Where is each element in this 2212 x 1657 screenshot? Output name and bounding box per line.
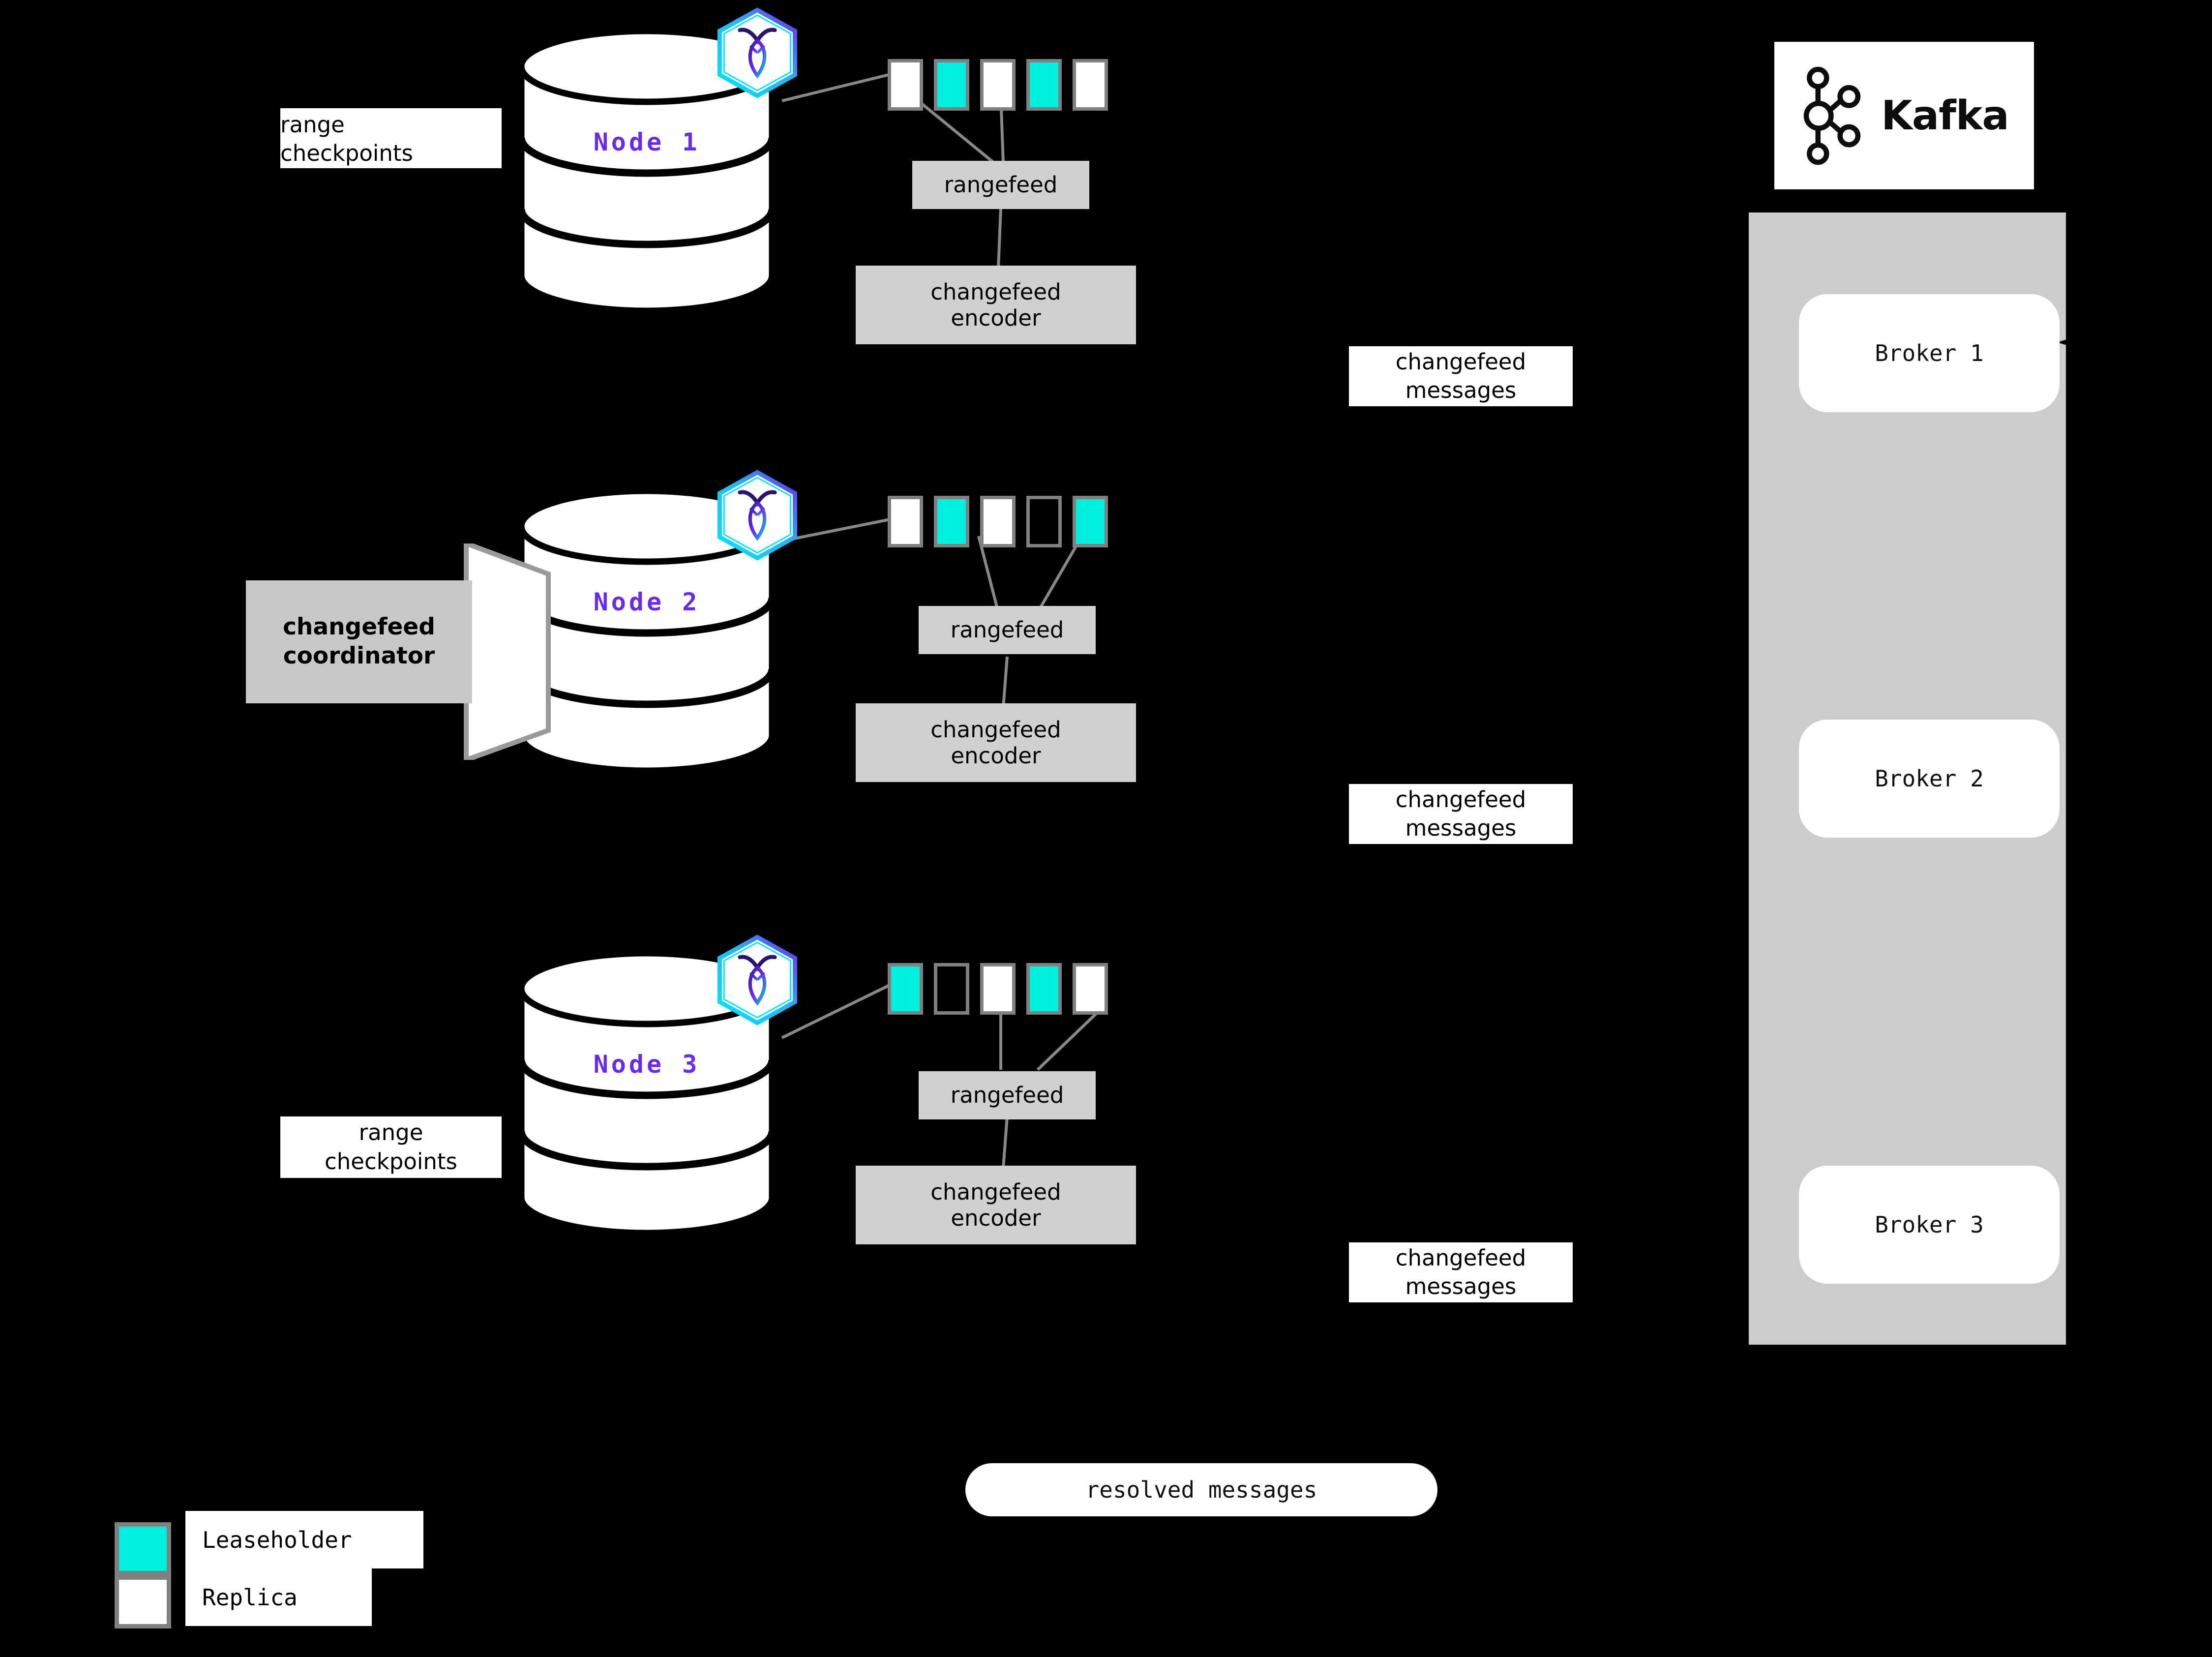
cockroachdb-hex-icon: [713, 470, 802, 561]
changefeed-messages-line1: changefeed: [1395, 1244, 1526, 1271]
range-box-leaseholder[interactable]: [934, 496, 969, 547]
node-1-cylinder: Node 1: [516, 27, 777, 317]
changefeed-messages-line1: changefeed: [1395, 348, 1526, 375]
node-3-rangefeed-box[interactable]: rangefeed: [919, 1071, 1096, 1119]
coordinator-label-line2: coordinator: [283, 642, 435, 669]
node-2-rangefeed-box[interactable]: rangefeed: [919, 606, 1096, 654]
kafka-inbound-arrow-icon: [2057, 334, 2084, 350]
resolved-messages-label: resolved messages: [1085, 1476, 1317, 1503]
node-3-ranges: [888, 963, 1108, 1015]
node-3-range-checkpoints-label: range checkpoints: [280, 1116, 502, 1178]
legend-text: Replica: [202, 1584, 298, 1611]
node-1-ranges: [888, 59, 1108, 111]
range-box-replica[interactable]: [980, 59, 1016, 111]
checkpoint-label-line1: range: [280, 111, 345, 138]
encoder-label-line1: changefeed: [930, 278, 1061, 305]
range-box-leaseholder[interactable]: [1073, 496, 1108, 547]
range-box-leaseholder[interactable]: [1026, 963, 1062, 1015]
legend-swatch-replica: [115, 1575, 171, 1628]
encoder-label-line2: encoder: [951, 1205, 1041, 1231]
checkpoint-label-line1: range: [359, 1119, 423, 1145]
cockroachdb-hex-icon: [713, 934, 802, 1025]
range-box-replica[interactable]: [980, 496, 1016, 547]
broker-label: Broker 2: [1875, 765, 1984, 792]
broker-3[interactable]: Broker 3: [1799, 1166, 2060, 1284]
node-2-ranges: [888, 496, 1108, 547]
range-box-leaseholder[interactable]: [934, 59, 969, 111]
changefeed-messages-label-3: changefeed messages: [1349, 1242, 1573, 1302]
range-box-replica[interactable]: [1073, 59, 1108, 111]
encoder-label-line2: encoder: [951, 743, 1041, 769]
legend-label-leaseholder: Leaseholder: [185, 1511, 423, 1568]
kafka-wordmark: Kafka: [1881, 92, 2009, 139]
range-box-empty[interactable]: [1026, 496, 1062, 547]
changefeed-messages-label-1: changefeed messages: [1349, 346, 1573, 406]
node-2-cylinder: Node 2: [516, 487, 777, 777]
encoder-label-line1: changefeed: [930, 1178, 1061, 1205]
broker-2[interactable]: Broker 2: [1799, 720, 2060, 838]
broker-label: Broker 1: [1875, 340, 1984, 366]
node-1-changefeed-encoder-box[interactable]: changefeed encoder: [856, 266, 1136, 344]
encoder-label-line2: encoder: [951, 305, 1041, 331]
changefeed-messages-line2: messages: [1405, 1273, 1517, 1299]
rangefeed-label: rangefeed: [950, 617, 1064, 643]
node-3-changefeed-encoder-box[interactable]: changefeed encoder: [856, 1166, 1136, 1244]
legend-label-replica: Replica: [185, 1568, 372, 1626]
changefeed-messages-line1: changefeed: [1395, 786, 1526, 813]
rangefeed-label: rangefeed: [950, 1082, 1064, 1109]
range-box-replica[interactable]: [980, 963, 1016, 1015]
broker-1[interactable]: Broker 1: [1799, 294, 2060, 412]
node-2-changefeed-encoder-box[interactable]: changefeed encoder: [856, 703, 1136, 782]
broker-label: Broker 3: [1875, 1211, 1984, 1238]
legend-swatch-leaseholder: [115, 1522, 171, 1575]
range-box-replica[interactable]: [888, 496, 923, 547]
changefeed-messages-line2: messages: [1405, 815, 1517, 841]
rangefeed-label: rangefeed: [944, 172, 1058, 198]
range-box-empty[interactable]: [934, 963, 969, 1015]
range-box-leaseholder[interactable]: [888, 963, 923, 1015]
cockroachdb-hex-icon: [713, 7, 802, 98]
range-box-leaseholder[interactable]: [1026, 59, 1062, 111]
range-box-replica[interactable]: [1073, 963, 1108, 1015]
kafka-logo-box: Kafka: [1774, 42, 2034, 189]
node-1-rangefeed-box[interactable]: rangefeed: [912, 161, 1089, 209]
range-box-replica[interactable]: [888, 59, 923, 111]
coordinator-label-line1: changefeed: [283, 613, 435, 641]
checkpoint-label-line2: checkpoints: [325, 1148, 457, 1175]
resolved-messages-pill: resolved messages: [965, 1463, 1437, 1516]
kafka-logo-icon: [1804, 66, 1861, 165]
changefeed-coordinator-arrow: [464, 543, 551, 760]
changefeed-messages-line2: messages: [1405, 377, 1517, 403]
legend-text: Leaseholder: [202, 1526, 352, 1553]
node-1-range-checkpoints-label: range checkpoints: [280, 108, 502, 168]
changefeed-messages-label-2: changefeed messages: [1349, 784, 1573, 844]
checkpoint-label-line2: checkpoints: [280, 140, 413, 166]
encoder-label-line1: changefeed: [930, 716, 1061, 743]
changefeed-coordinator-box[interactable]: changefeed coordinator: [246, 580, 472, 703]
